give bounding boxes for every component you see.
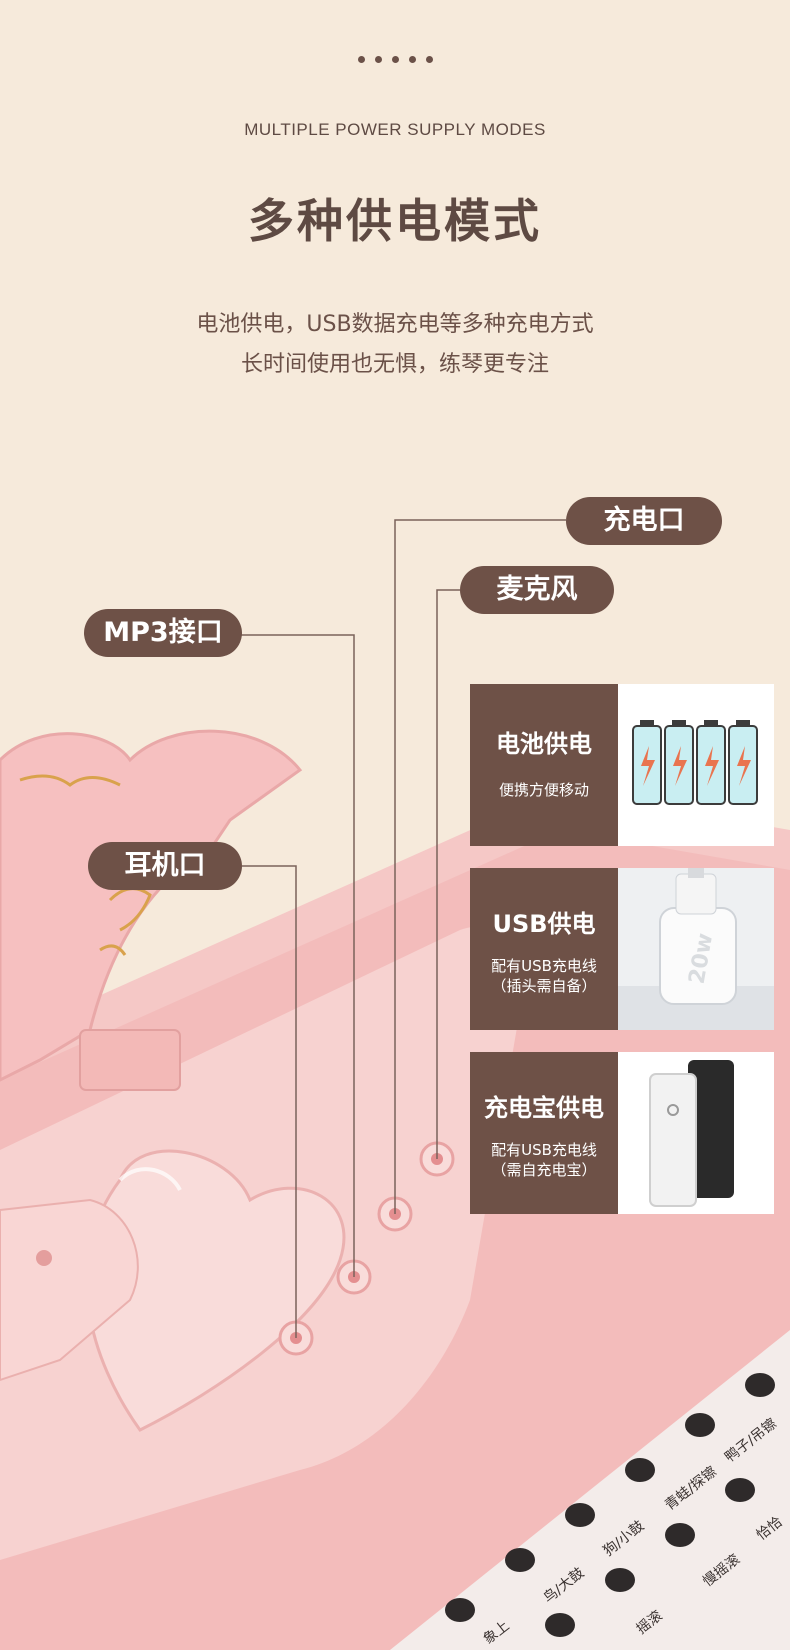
- callout-microphone: 麦克风: [460, 566, 614, 614]
- feature-title: 充电宝供电: [484, 1094, 604, 1122]
- description-line-2: 长时间使用也无惧，练琴更专注: [240, 352, 549, 377]
- feature-title: 电池供电: [496, 730, 592, 758]
- feature-line: 便携方便移动: [498, 781, 589, 799]
- usb-charger-icon: 20w: [618, 868, 774, 1030]
- callout-mp3-port: MP3接口: [84, 609, 242, 657]
- feature-usb-label: USB供电 配有USB充电线 （插头需自备）: [470, 868, 618, 1030]
- feature-line-2: （需自充电宝）: [491, 1161, 597, 1179]
- feature-line-1: 配有USB充电线: [491, 957, 597, 975]
- description-line-1: 电池供电，USB数据充电等多种充电方式: [196, 312, 594, 337]
- power-bank-icon: [618, 1052, 774, 1214]
- feature-power-bank-label: 充电宝供电 配有USB充电线 （需自充电宝）: [470, 1052, 618, 1214]
- feature-line-2: （插头需自备）: [491, 977, 597, 995]
- callout-headphone-port: 耳机口: [88, 842, 242, 890]
- feature-usb: USB供电 配有USB充电线 （插头需自备） 20w: [470, 868, 774, 1030]
- subtitle-english: MULTIPLE POWER SUPPLY MODES: [244, 120, 546, 139]
- feature-battery: 电池供电 便携方便移动: [470, 684, 774, 846]
- description: 电池供电，USB数据充电等多种充电方式 长时间使用也无惧，练琴更专注: [0, 305, 790, 385]
- page-title: 多种供电模式: [248, 194, 542, 248]
- feature-title: USB供电: [492, 910, 596, 938]
- callout-charging-port: 充电口: [566, 497, 722, 545]
- decorative-dots: [0, 48, 790, 67]
- battery-icon: [618, 684, 774, 846]
- feature-line-1: 配有USB充电线: [491, 1141, 597, 1159]
- feature-power-bank: 充电宝供电 配有USB充电线 （需自充电宝）: [470, 1052, 774, 1214]
- feature-battery-label: 电池供电 便携方便移动: [470, 684, 618, 846]
